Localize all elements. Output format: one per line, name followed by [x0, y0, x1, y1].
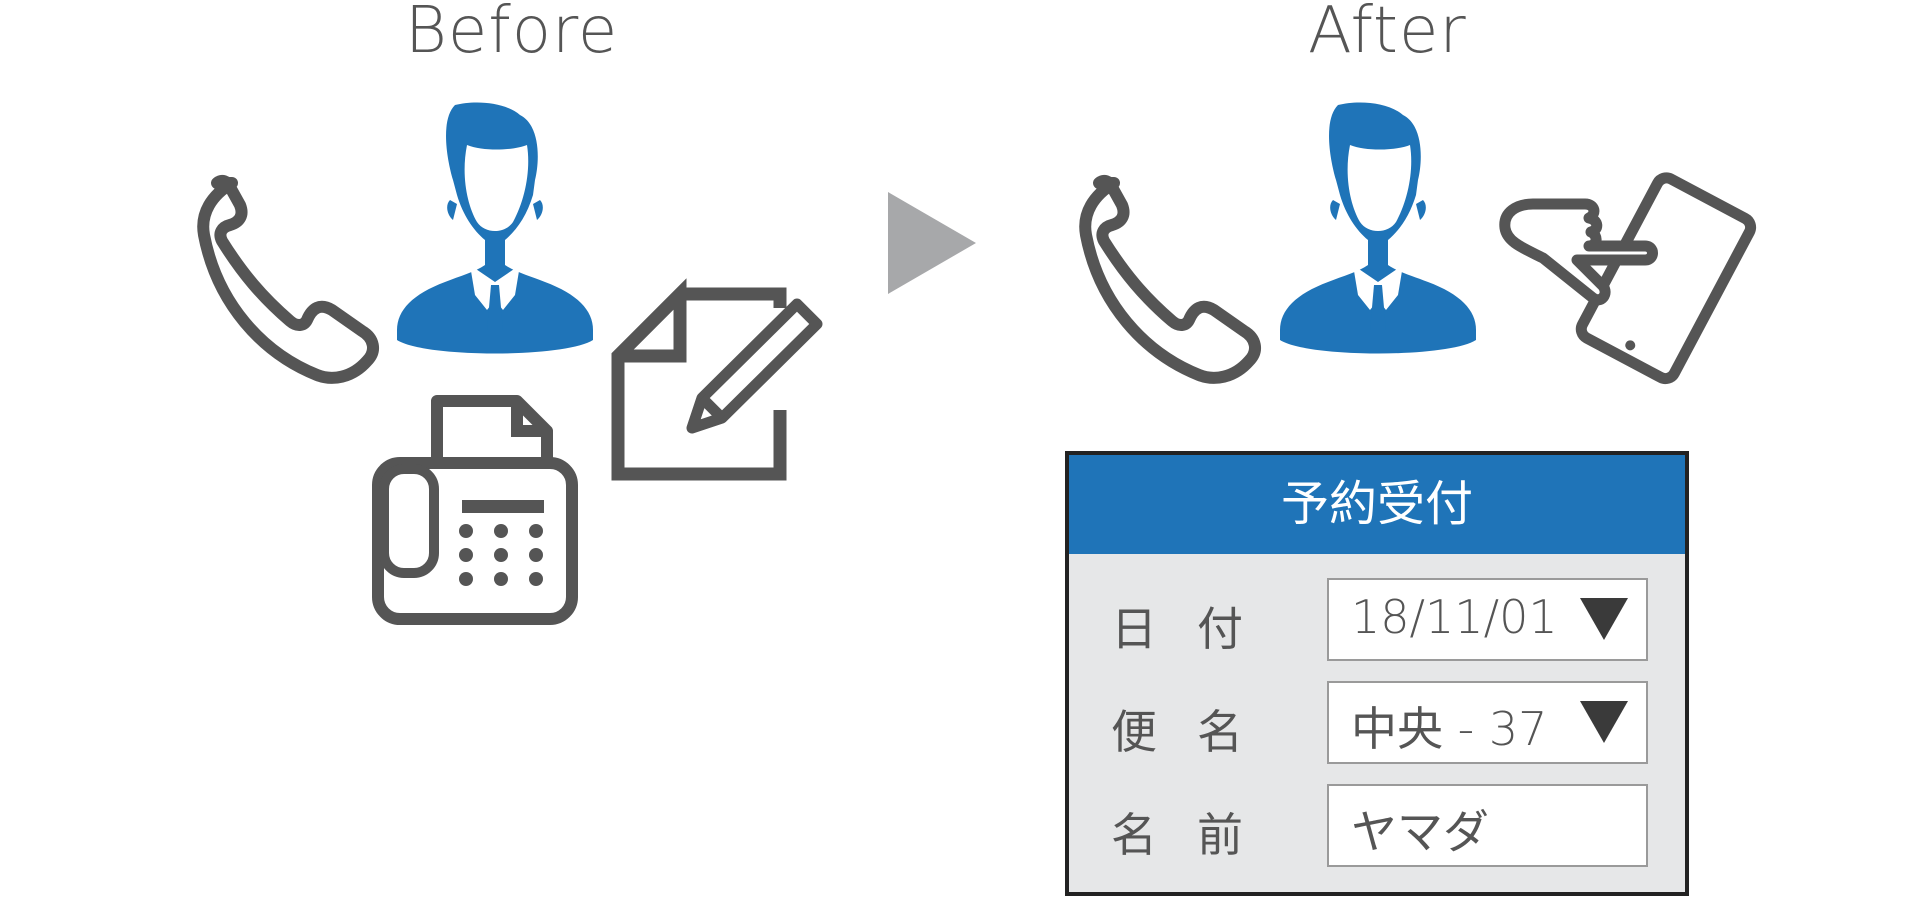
phone-icon [1079, 174, 1261, 384]
document-pen-icon [611, 278, 823, 481]
arrow-right-icon [888, 192, 976, 294]
dropdown-arrow-icon[interactable] [1580, 598, 1628, 640]
flight-select[interactable]: 中央 - 37 [1327, 681, 1648, 764]
businessman-icon [1280, 102, 1476, 354]
name-value: ヤマダ [1351, 805, 1489, 859]
dropdown-arrow-icon[interactable] [1580, 701, 1628, 743]
name-field[interactable]: ヤマダ [1327, 784, 1648, 867]
date-value: 18/11/01 [1351, 590, 1558, 644]
form-title: 予約受付 [1069, 455, 1685, 554]
flight-label: 便名 [1111, 705, 1283, 759]
date-select[interactable]: 18/11/01 [1327, 578, 1648, 661]
businessman-icon [397, 102, 593, 354]
before-heading: Before [405, 0, 619, 68]
phone-icon [197, 174, 379, 384]
flight-value: 中央 - 37 [1351, 702, 1548, 756]
name-label: 名前 [1111, 808, 1283, 862]
reservation-form: 予約受付 日付 18/11/01 便名 中央 - 37 名前 ヤマダ [1065, 451, 1689, 896]
date-label: 日付 [1111, 602, 1283, 656]
fax-icon [372, 395, 578, 625]
tablet-touch-icon [1499, 172, 1757, 385]
after-heading: After [1308, 0, 1467, 68]
